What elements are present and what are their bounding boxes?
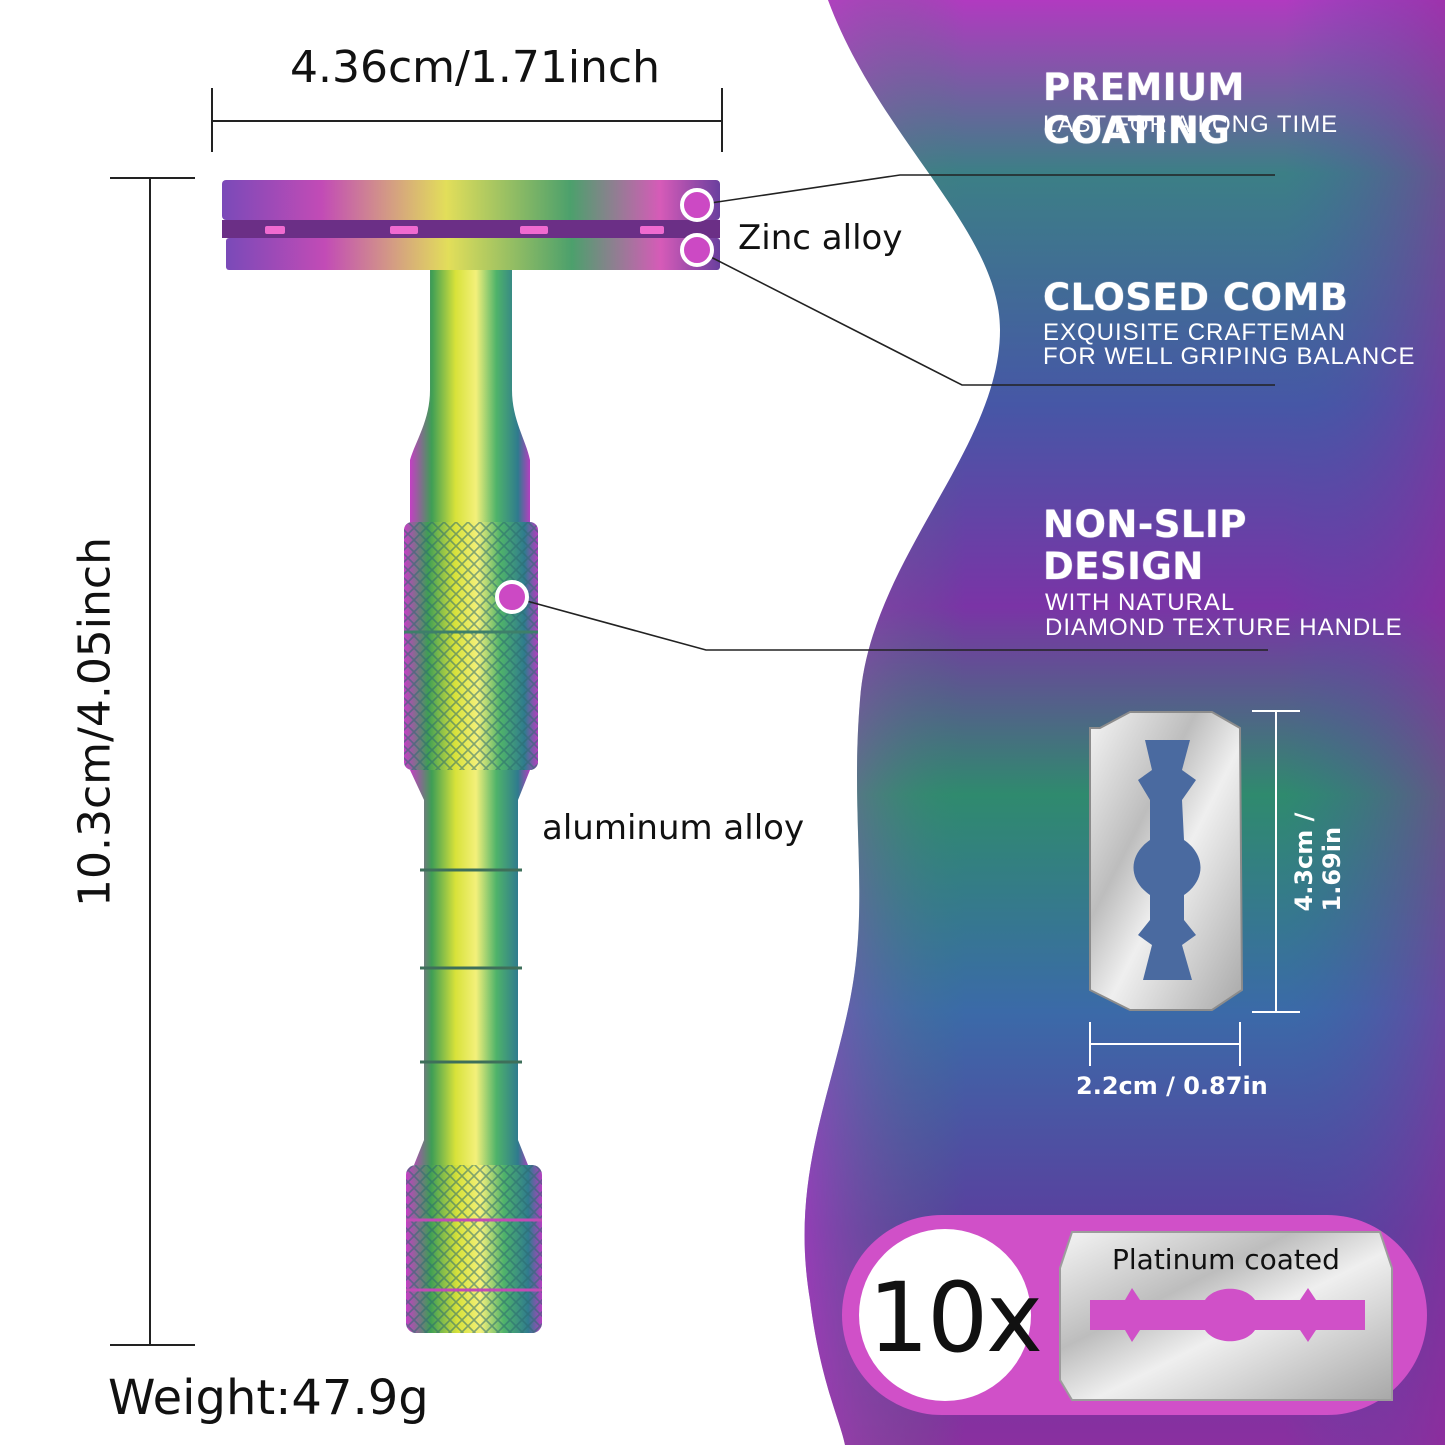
- feature-subtitle-non-slip-line2: DIAMOND TEXTURE HANDLE: [1045, 614, 1403, 641]
- blade-width-label: 2.2cm / 0.87in: [1076, 1072, 1268, 1100]
- width-dimension-line: [211, 88, 723, 152]
- feature-subtitle-closed-comb-line2: FOR WELL GRIPING BALANCE: [1043, 343, 1416, 370]
- width-dimension-label: 4.36cm/1.71inch: [290, 42, 661, 93]
- razor-head: [222, 180, 720, 270]
- feature-subtitle-closed-comb-line1: EXQUISITE CRAFTEMAN: [1043, 319, 1347, 346]
- feature-title-non-slip-line2: DESIGN: [1043, 545, 1204, 588]
- feature-title-premium-coating: PREMIUM COATING: [1043, 66, 1245, 152]
- feature-subtitle-premium-coating: LAST FOR A LONG TIME: [1043, 111, 1339, 138]
- feature-title-non-slip-line1: NON-SLIP: [1043, 503, 1247, 546]
- head-material-label: Zinc alloy: [738, 218, 903, 258]
- razor-handle: [404, 270, 542, 1333]
- pack-count-label: 10x: [868, 1262, 1043, 1374]
- callout-lines: [511, 174, 1275, 651]
- handle-material-label: aluminum alloy: [542, 808, 805, 848]
- height-dimension-line: [110, 177, 195, 1346]
- pack-coating-label: Platinum coated: [1112, 1243, 1340, 1276]
- callout-dots: [495, 188, 714, 614]
- feature-subtitle-non-slip-line1: WITH NATURAL: [1045, 589, 1236, 616]
- replacement-blade-illustration: [1089, 710, 1300, 1066]
- height-dimension-label: 10.3cm/4.05inch: [69, 536, 121, 908]
- blade-pack-badge: [842, 1215, 1427, 1415]
- blade-height-label: 4.3cm / 1.69in: [1290, 812, 1346, 912]
- weight-label: Weight:47.9g: [108, 1370, 429, 1426]
- feature-title-closed-comb: CLOSED COMB: [1043, 276, 1349, 319]
